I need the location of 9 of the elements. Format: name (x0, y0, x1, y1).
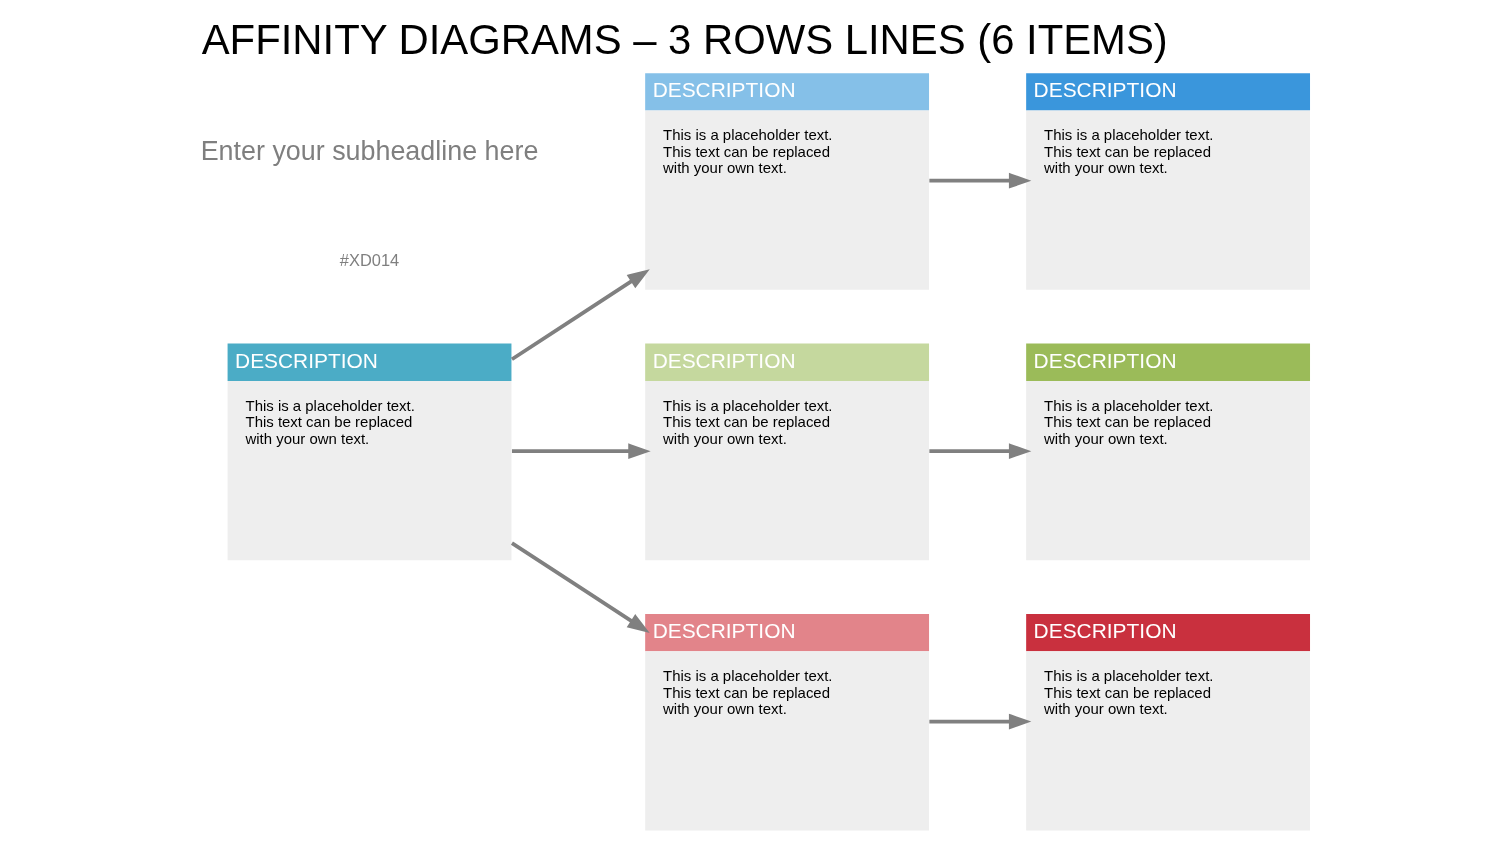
diagram-title: AFFINITY DIAGRAMS – 3 ROWS LINES (6 ITEMS) (201, 15, 1168, 63)
arrow (928, 172, 1031, 189)
label: Enter your subheadline here (200, 136, 538, 167)
arrow (928, 443, 1031, 459)
arrow (510, 269, 650, 361)
arrow (510, 541, 650, 633)
arrow (928, 713, 1031, 730)
label: #XD014 (339, 250, 399, 269)
arrow (511, 443, 651, 459)
